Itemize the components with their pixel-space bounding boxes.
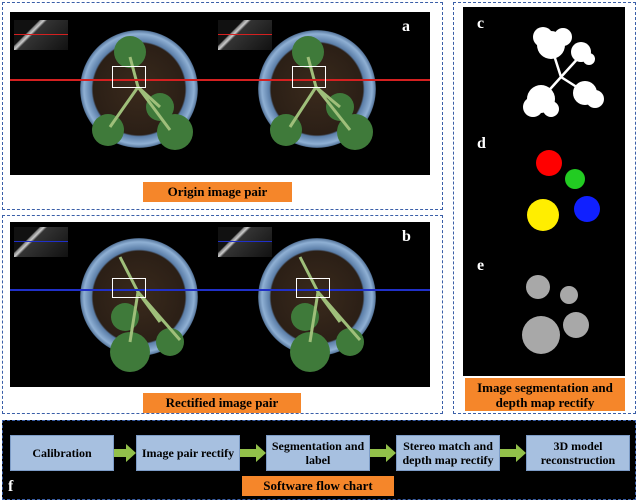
panel-a-caption: Origin image pair [143,182,292,202]
panel-b-plants [110,256,364,372]
panel-b-caption: Rectified image pair [143,393,301,413]
panel-b-scanline [10,289,430,291]
flow-chart-caption: Software flow chart [242,476,394,496]
panel-e-depthmap [522,275,589,354]
panel-a-plants [92,36,373,150]
panel-a-inset-line-left [14,34,68,35]
flow-arrow-1 [114,444,136,462]
panel-b-roi-left [112,278,146,298]
panel-b-image: b [10,222,430,387]
flow-arrow-3 [370,444,396,462]
flow-step-image-pair-rectify: Image pair rectify [136,435,240,471]
panel-b-roi-right [296,278,330,298]
segment-blue [574,196,600,222]
panel-e-letter: e [477,257,485,274]
flow-arrow-4 [500,444,526,462]
panel-c-segmentation [523,27,604,117]
right-caption-line2: depth map rectify [495,395,595,410]
panel-a-inset-left [14,20,68,50]
right-panel-image: c d e [463,7,625,376]
panel-b-inset-line-left [14,241,68,242]
right-panel-frame [453,2,636,414]
panel-a-image: a [10,12,430,175]
panel-a-roi-left [112,66,146,88]
panel-b-letter: b [402,228,411,245]
panel-c-letter: c [477,15,485,32]
panel-d-letter: d [477,135,486,152]
panel-a-inset-line-right [218,34,272,35]
segment-green [565,169,585,189]
segment-red [536,150,562,176]
panel-b-inset-left [14,227,68,257]
panel-f-letter: f [8,478,14,495]
panel-a-letter: a [402,18,410,35]
panel-d-labels [527,150,600,231]
panel-b-inset-right [218,227,272,257]
segment-yellow [527,199,559,231]
flow-step-stereo-match: Stereo match and depth map rectify [396,435,500,471]
panel-a-frame [2,2,443,210]
panel-a-inset-right [218,20,272,50]
right-panel-caption: Image segmentation and depth map rectify [465,378,625,411]
flow-step-3d-reconstruction: 3D model reconstruction [526,435,630,471]
right-caption-line1: Image segmentation and [477,380,613,395]
flow-step-segmentation-label: Segmentation and label [266,435,370,471]
panel-a-scanline [10,79,430,81]
flow-step-calibration: Calibration [10,435,114,471]
flow-arrow-2 [240,444,266,462]
panel-b-inset-line-right [218,241,272,242]
panel-a-roi-right [292,66,326,88]
panel-b-frame [2,215,443,414]
